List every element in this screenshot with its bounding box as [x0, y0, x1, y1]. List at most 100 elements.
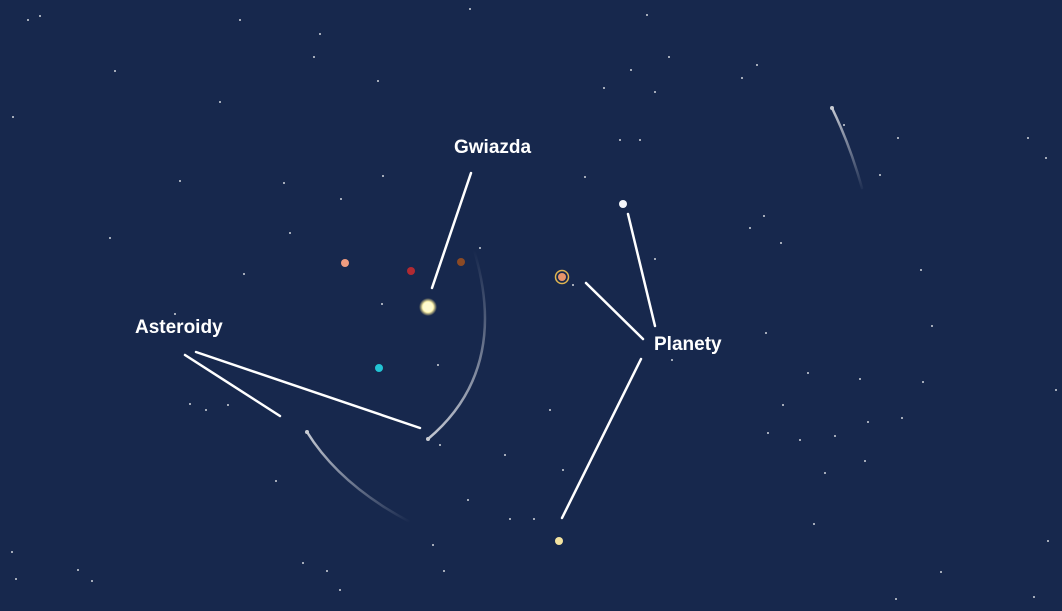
background-star: [509, 518, 511, 520]
background-star: [443, 570, 445, 572]
background-star: [15, 578, 17, 580]
background-star: [619, 139, 621, 141]
background-star: [895, 598, 897, 600]
background-star: [630, 69, 632, 71]
background-star: [654, 258, 656, 260]
star-label: Gwiazda: [454, 137, 532, 158]
starfield: [11, 8, 1057, 600]
background-star: [879, 174, 881, 176]
background-star: [1055, 389, 1057, 391]
background-star: [179, 180, 181, 182]
background-star: [668, 56, 670, 58]
background-star: [765, 332, 767, 334]
background-star: [572, 284, 574, 286]
background-star: [1033, 596, 1035, 598]
background-star: [479, 247, 481, 249]
planet-icon: [457, 258, 465, 266]
asteroid-trail-left: [305, 430, 412, 524]
background-star: [326, 570, 328, 572]
asteroids-label: Asteroidy: [135, 317, 223, 338]
background-star: [584, 176, 586, 178]
background-star: [562, 469, 564, 471]
background-star: [1027, 137, 1029, 139]
background-star: [756, 64, 758, 66]
background-star: [767, 432, 769, 434]
background-star: [1047, 540, 1049, 542]
background-star: [867, 421, 869, 423]
background-star: [824, 472, 826, 474]
planet-icon: [375, 364, 383, 372]
leader-lines: [183, 171, 657, 520]
planet-icon: [555, 537, 563, 545]
background-star: [109, 237, 111, 239]
planet-icon: [558, 273, 566, 281]
background-star: [377, 80, 379, 82]
background-star: [289, 232, 291, 234]
star-leader-line: [430, 171, 473, 290]
background-star: [897, 137, 899, 139]
background-star: [205, 409, 207, 411]
background-star: [931, 325, 933, 327]
background-star: [901, 417, 903, 419]
background-star: [275, 480, 277, 482]
background-star: [864, 460, 866, 462]
planet-ring: [554, 269, 570, 285]
planet-leader-line-1: [626, 212, 657, 328]
background-star: [920, 269, 922, 271]
background-star: [339, 589, 341, 591]
background-star: [504, 454, 506, 456]
sun-icon: [423, 302, 433, 312]
background-star: [432, 544, 434, 546]
background-star: [603, 87, 605, 89]
background-star: [763, 215, 765, 217]
background-star: [799, 439, 801, 441]
background-star: [741, 77, 743, 79]
background-star: [469, 8, 471, 10]
comet-trail-right: [830, 106, 864, 190]
background-star: [807, 372, 809, 374]
background-star: [940, 571, 942, 573]
background-star: [749, 227, 751, 229]
background-star: [283, 182, 285, 184]
background-star: [782, 404, 784, 406]
background-star: [533, 518, 535, 520]
background-star: [319, 33, 321, 35]
asteroid-trail-center: [426, 248, 487, 441]
background-star: [1045, 157, 1047, 159]
background-star: [813, 523, 815, 525]
background-star: [639, 139, 641, 141]
background-star: [646, 14, 648, 16]
background-star: [437, 364, 439, 366]
planet-icon: [407, 267, 415, 275]
background-star: [239, 19, 241, 21]
comet-icon: [830, 106, 834, 110]
planet-icon: [341, 259, 349, 267]
asteroid-icon: [305, 430, 309, 434]
background-star: [549, 409, 551, 411]
background-star: [114, 70, 116, 72]
background-star: [859, 378, 861, 380]
background-star: [439, 444, 441, 446]
background-star: [39, 15, 41, 17]
background-star: [227, 404, 229, 406]
background-star: [302, 562, 304, 564]
asteroid-icon: [426, 437, 430, 441]
background-star: [922, 381, 924, 383]
background-star: [174, 313, 176, 315]
background-star: [780, 242, 782, 244]
background-star: [219, 101, 221, 103]
background-star: [340, 198, 342, 200]
background-star: [381, 303, 383, 305]
planet-leader-line-3: [560, 357, 643, 520]
background-star: [189, 403, 191, 405]
background-star: [671, 359, 673, 361]
background-star: [77, 569, 79, 571]
planets-label: Planety: [654, 334, 722, 355]
background-star: [654, 91, 656, 93]
asteroid-leader-line-1: [183, 353, 282, 418]
planet-icon: [619, 200, 627, 208]
background-star: [243, 273, 245, 275]
background-star: [12, 116, 14, 118]
background-star: [11, 551, 13, 553]
